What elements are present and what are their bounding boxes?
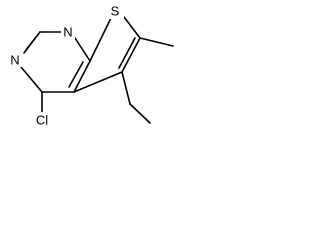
atom-label-n-top: N [63,25,72,40]
molecule-structure-diagram: S N N Cl [8,3,174,128]
bond-c7a-s [89,17,112,62]
bonds [20,16,174,124]
atom-labels: S N N Cl [8,3,124,128]
bond-c7a-n1 [74,37,91,62]
bond-c6-c5-b [118,37,136,69]
bond-c6-methyl [139,37,174,47]
atom-label-s: S [111,4,120,19]
bond-n3-c4 [20,66,43,93]
bond-c5-ethyl-ch2 [121,71,131,105]
bond-c4a-c7a-inner [68,61,84,88]
label-bg-cl [32,112,53,128]
label-bg-s [106,3,124,19]
bond-c5-c4a [73,71,123,93]
bond-c4a-c7a [73,60,91,93]
bond-c2-n3-b [23,36,37,54]
atom-label-n-left: N [10,53,19,68]
bond-s-c6 [123,16,141,39]
atom-label-cl: Cl [36,113,48,128]
label-bg-n-top [61,25,75,40]
bond-c6-c5-a [121,37,141,73]
bond-ethyl-ch3 [129,103,151,124]
label-bg-n-left [8,52,22,67]
